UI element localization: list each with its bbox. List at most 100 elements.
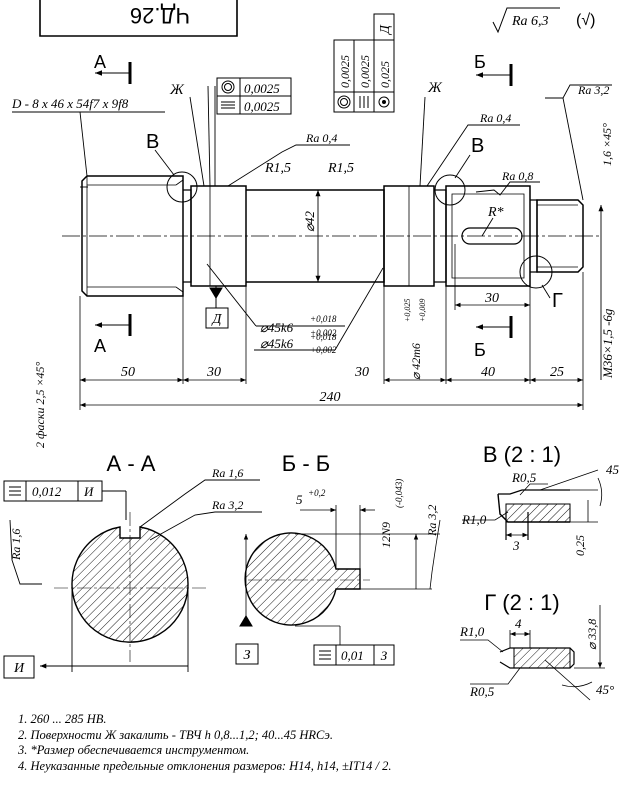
ra04-right: Ra 0,4 xyxy=(479,111,511,125)
note-3: 3. *Размер обеспечивается инструментом. xyxy=(18,743,250,757)
tol-col-3: 0,025 xyxy=(378,61,392,88)
stamp-box: ЧД.26 xyxy=(39,0,238,37)
aa-base-label: И xyxy=(13,661,25,676)
g-r05: R0,5 xyxy=(469,684,495,699)
dim-30b: 30 xyxy=(354,365,369,380)
ra08: Ra 0,8 xyxy=(501,169,533,183)
v-angle: 45 xyxy=(606,462,620,477)
mark-zh-left: Ж xyxy=(169,82,185,98)
title-g: Г (2 : 1) xyxy=(484,590,560,615)
bb-base-label: З xyxy=(244,648,251,663)
note-2: 2. Поверхности Ж закалить - ТВЧ h 0,8...… xyxy=(18,727,334,742)
bb-width: 5 xyxy=(296,492,303,507)
detail-circle-v2 xyxy=(434,174,466,206)
cut-marks xyxy=(95,62,513,338)
cut-a-top: А xyxy=(94,52,106,72)
dim-40: 40 xyxy=(481,365,495,380)
title-aa: А - А xyxy=(107,451,156,476)
v-step: 0,25 xyxy=(573,535,587,556)
thread-label: M36×1,5 -6g xyxy=(600,308,615,379)
spline-designation: D - 8 x 46 x 54f7 x 9f8 xyxy=(11,96,129,111)
d42-label: ⌀42 xyxy=(302,211,317,232)
detail-circle-g xyxy=(519,255,553,289)
bb-dims xyxy=(243,505,441,645)
chamfer-left: 2 фаски 2,5 ×45° xyxy=(33,361,47,448)
tolerance-frame-top xyxy=(216,77,292,115)
aa-ra16-top: Ra 1,6 xyxy=(211,466,243,480)
general-roughness-label: Ra 6,3 xyxy=(511,14,549,29)
dim-30a: 30 xyxy=(206,365,221,380)
dim-25: 25 xyxy=(550,365,564,380)
v-r10: R1,0 xyxy=(461,512,487,527)
cut-b-top: Б xyxy=(474,52,486,72)
d45k6-2-lower: +0,002 xyxy=(310,345,337,355)
technical-notes: 1. 260 ... 285 HB. 2. Поверхности Ж зака… xyxy=(18,712,618,774)
d45k6-2-upper: +0,018 xyxy=(310,332,337,342)
aa-leaders xyxy=(9,479,262,672)
base-d-label: Д xyxy=(211,312,223,327)
d45k6-1: ⌀45k6 xyxy=(260,320,294,335)
aa-base-ref: И xyxy=(83,484,94,499)
dim-30c: 30 xyxy=(484,291,499,306)
g-r10: R1,0 xyxy=(459,624,485,639)
mark-v-left: В xyxy=(146,131,159,153)
v-r05: R0,5 xyxy=(511,470,537,485)
g-dia: ⌀ 33,8 xyxy=(585,619,599,650)
dim-240: 240 xyxy=(320,390,341,405)
tolerance-column xyxy=(333,13,395,113)
d45k6-1-upper: +0,018 xyxy=(310,314,337,324)
detail-v-shape xyxy=(462,469,602,540)
bb-depth: 12N9 xyxy=(379,522,393,548)
section-bb-shape xyxy=(244,532,370,626)
base-d-marker xyxy=(205,286,229,329)
bb-ra32: Ra 3,2 xyxy=(425,505,439,537)
title-bb: Б - Б xyxy=(282,451,330,476)
g-angle: 45° xyxy=(596,682,614,697)
rstar: R* xyxy=(487,205,504,220)
chamfer-top: 1,6 ×45° xyxy=(600,123,614,166)
mark-g: Г xyxy=(552,290,563,312)
tol-col-1: 0,0025 xyxy=(338,55,352,88)
r15-right: R1,5 xyxy=(327,161,354,176)
d42m6: ⌀ 42m6 xyxy=(409,343,423,380)
mark-v-right: В xyxy=(471,135,484,157)
v-dim3: 3 xyxy=(512,538,520,553)
note-4: 4. Неуказанные предельные отклонения раз… xyxy=(18,758,392,773)
tol-col-2: 0,0025 xyxy=(358,55,372,88)
aa-ra16-left: Ra 1,6 xyxy=(9,529,23,561)
general-roughness: Ra 6,3 (√) xyxy=(492,7,595,34)
section-aa-frame xyxy=(3,480,127,520)
cut-a-bottom: А xyxy=(94,336,106,356)
dim-50: 50 xyxy=(121,365,135,380)
base-d-top: Д xyxy=(378,24,393,36)
bb-tol-base: З xyxy=(381,648,388,663)
cut-b-bottom: Б xyxy=(474,340,486,360)
tol-cylindricity: 0,0025 xyxy=(244,81,280,96)
d45k6-2: ⌀45k6 xyxy=(260,336,294,351)
title-v: В (2 : 1) xyxy=(483,442,561,467)
note-1: 1. 260 ... 285 HB. xyxy=(18,712,107,726)
bb-base-marker xyxy=(235,615,395,666)
bb-tol: 0,01 xyxy=(341,648,364,663)
d42m6-lower: +0,009 xyxy=(418,299,427,322)
ra32-top: Ra 3,2 xyxy=(577,83,609,97)
bb-depth-tol: (-0,043) xyxy=(394,479,404,508)
detail-g-shape xyxy=(460,605,605,701)
general-roughness-mark: (√) xyxy=(576,12,595,29)
roughness-leaders xyxy=(227,84,612,201)
shaft-outline xyxy=(62,175,600,297)
aa-ra32: Ra 3,2 xyxy=(211,498,243,512)
detail-circle-v1 xyxy=(166,171,198,203)
g-dim4: 4 xyxy=(515,616,522,631)
mark-zh-right: Ж xyxy=(427,80,443,96)
d45k6-1-lower: +0,002 xyxy=(310,328,337,338)
leaders xyxy=(12,85,551,351)
length-dims xyxy=(79,244,584,410)
r15-left: R1,5 xyxy=(264,161,291,176)
aa-tol: 0,012 xyxy=(32,484,62,499)
section-aa-shape xyxy=(54,512,206,662)
d42m6-upper: +0,025 xyxy=(403,299,412,322)
aa-base-box xyxy=(3,655,35,679)
tol-parallel: 0,0025 xyxy=(244,99,280,114)
